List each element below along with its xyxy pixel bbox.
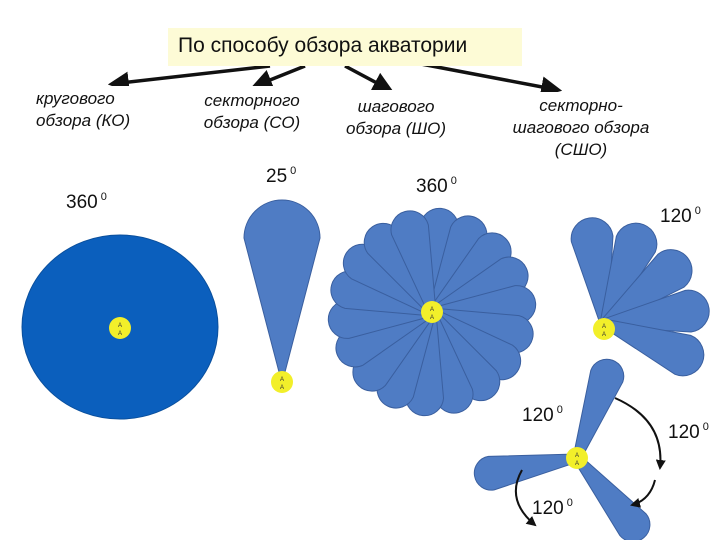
- category-circular: кругового обзора (КО): [30, 86, 158, 136]
- angle-three-bottom-degree: 0: [566, 497, 573, 509]
- category-sector-step-line-2: шагового обзора: [512, 118, 650, 137]
- arrow-to-ko: [107, 64, 271, 93]
- three-lobe-lobe: [572, 358, 625, 460]
- antenna-marker-three-lobe-letter: А: [575, 453, 579, 459]
- antenna-marker-sho-letter: А: [430, 315, 434, 321]
- angle-three-top-value: 120: [522, 405, 554, 426]
- antenna-marker-three-lobe: [566, 447, 588, 469]
- rotation-arrow-bottom-right: [630, 479, 656, 508]
- angle-sho-degree: 0: [450, 175, 457, 187]
- category-sector-step-line-1: секторно-: [539, 96, 623, 115]
- arrow-to-sho: [344, 64, 394, 92]
- angle-ko-degree: 0: [100, 191, 107, 203]
- category-circular-line-2: обзора (КО): [36, 111, 131, 130]
- angle-three-bottom-value: 120: [532, 498, 564, 519]
- category-step-line-1: шагового: [357, 97, 435, 116]
- angle-sho-value: 360: [416, 176, 448, 197]
- category-sector: секторного обзора (СО): [188, 86, 316, 142]
- antenna-marker-sso-letter: А: [602, 324, 606, 330]
- angle-sso-degree: 0: [694, 205, 701, 217]
- angle-ko-value: 360: [66, 192, 98, 213]
- angle-sso-value: 120: [660, 206, 692, 227]
- category-sector-step: секторно- шагового обзора (СШО): [484, 92, 678, 164]
- category-step-line-2: обзора (ШО): [345, 119, 446, 138]
- arrow-to-so: [251, 64, 306, 90]
- category-circular-line-1: кругового: [36, 89, 115, 108]
- antenna-marker-three-lobe-letter: А: [575, 461, 579, 467]
- antenna-marker-so-letter: А: [280, 385, 284, 391]
- sector-step-lobe: [602, 289, 710, 333]
- sector-step-lobe: [600, 249, 693, 327]
- antenna-marker-ko-letter: А: [118, 331, 122, 337]
- angle-so-degree: 0: [290, 165, 297, 177]
- title-box: По способу обзора акватории: [168, 28, 522, 66]
- angle-three-top-degree: 0: [556, 404, 563, 416]
- angle-three-right-degree: 0: [702, 421, 709, 433]
- category-step: шагового обзора (ШО): [330, 90, 462, 148]
- category-sector-line-1: секторного: [204, 91, 300, 110]
- rotation-arrow-top-right: [614, 397, 666, 470]
- three-lobe-lobe: [573, 454, 651, 543]
- three-lobe-lobe: [473, 453, 579, 491]
- rotation-arrows: [514, 397, 666, 527]
- antenna-marker-sso-letter: А: [602, 332, 606, 338]
- diagram-title: По способу обзора акватории: [178, 34, 468, 57]
- category-sector-step-line-3: (СШО): [554, 140, 608, 159]
- antenna-marker-so: [271, 371, 293, 393]
- sector-step-lobe: [570, 217, 614, 325]
- category-sector-line-2: обзора (СО): [203, 113, 301, 132]
- antenna-marker-sho: [421, 301, 443, 323]
- sector-step-lobe: [599, 222, 658, 326]
- sector-step-lobe: [601, 318, 705, 377]
- antenna-marker-so-letter: А: [280, 377, 284, 383]
- antenna-marker-ko: [109, 317, 131, 339]
- antenna-marker-sso: [593, 318, 615, 340]
- angle-three-right-value: 120: [668, 422, 700, 443]
- angle-so-value: 25: [266, 166, 288, 187]
- step-lobe: [390, 210, 437, 314]
- rotation-arrow-left: [514, 469, 537, 527]
- antenna-marker-ko-letter: А: [118, 323, 122, 329]
- antenna-marker-sho-letter: А: [430, 307, 434, 313]
- sector-lobe: [243, 199, 321, 373]
